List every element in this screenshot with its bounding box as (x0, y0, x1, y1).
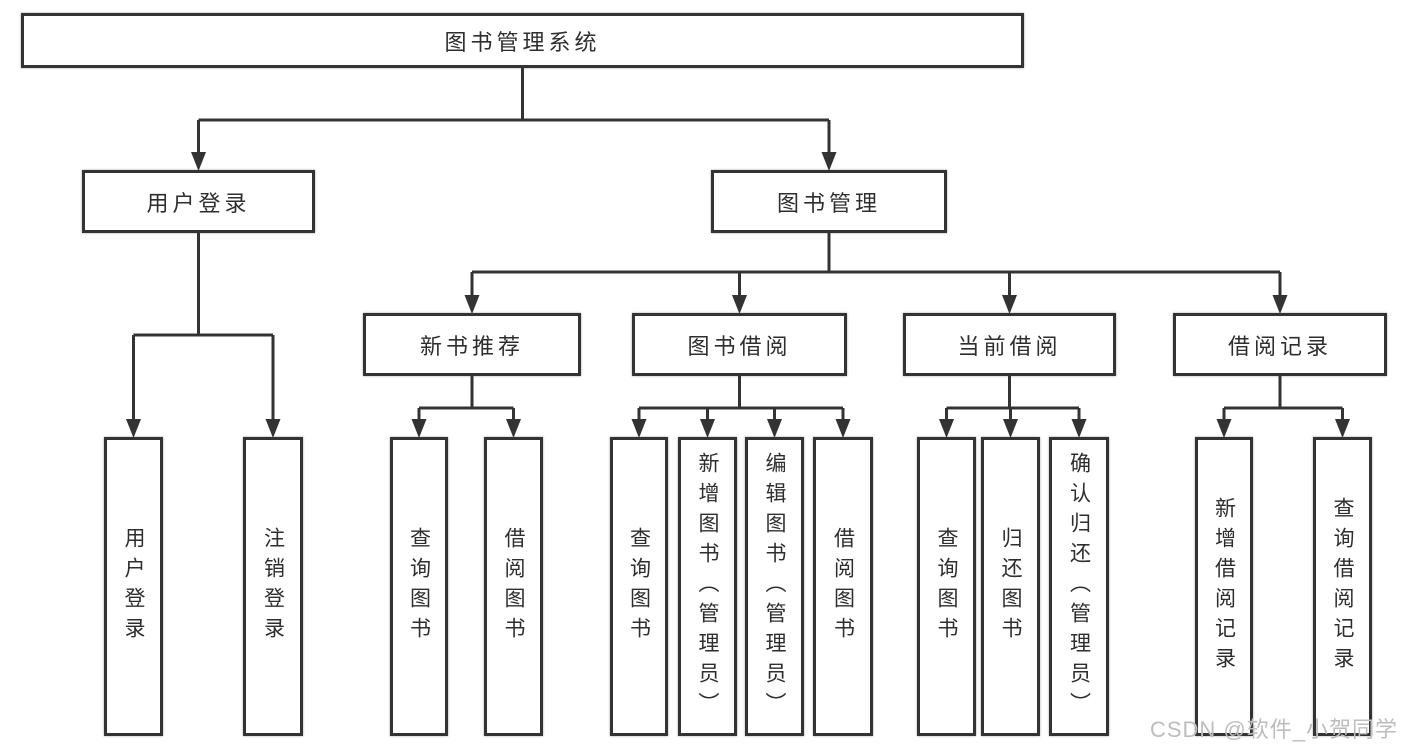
arrow-head (1272, 295, 1288, 314)
connector-root (197, 68, 831, 153)
arrow-head (767, 419, 782, 438)
arrow-head (1216, 419, 1232, 438)
leaf-confirm-return-admin: 确认归还（管理员） (1049, 437, 1109, 736)
watermark: CSDN @软件_小贺同学 (1149, 717, 1398, 742)
arrow-head (506, 419, 521, 438)
leaf-borrow-query-book: 查询图书 (610, 437, 668, 736)
connector-book-management (470, 233, 1282, 296)
leaf-recommend-borrow-book: 借阅图书 (484, 437, 543, 736)
leaf-current-query-book: 查询图书 (917, 437, 976, 736)
arrow-head (1335, 419, 1350, 438)
leaf-edit-book-admin: 编辑图书（管理员） (745, 437, 804, 736)
node-book-borrow: 图书借阅 (632, 313, 847, 376)
leaf-recommend-query-book: 查询图书 (390, 437, 448, 736)
arrow-heads (126, 152, 1350, 438)
leaf-user-login: 用户登录 (104, 437, 163, 736)
arrow-head (631, 419, 647, 438)
arrow-head (835, 419, 851, 438)
arrow-head (464, 295, 480, 314)
connector-borrow-records (1222, 376, 1344, 420)
arrow-head (821, 152, 837, 171)
node-book-management: 图书管理 (711, 170, 947, 233)
leaf-logout: 注销登录 (243, 437, 303, 736)
leaf-query-borrow-record: 查询借阅记录 (1313, 437, 1372, 736)
arrow-head (1003, 419, 1018, 438)
node-current-borrow: 当前借阅 (903, 313, 1116, 376)
connector-user-login (132, 233, 275, 420)
arrow-head (411, 419, 427, 438)
arrow-head (191, 152, 206, 171)
leaf-add-book-admin: 新增图书（管理员） (678, 437, 737, 736)
connector-book-borrow (637, 376, 845, 420)
arrow-head (939, 419, 954, 438)
node-library-management-system: 图书管理系统 (21, 13, 1024, 68)
arrow-head (265, 419, 281, 438)
connector-current-borrow (945, 376, 1081, 420)
connector-new-book-recommend (417, 376, 515, 420)
arrow-head (732, 295, 747, 314)
node-borrow-records: 借阅记录 (1173, 313, 1387, 376)
arrow-head (1071, 419, 1087, 438)
leaf-borrow-book: 借阅图书 (813, 437, 873, 736)
node-user-login: 用户登录 (82, 170, 315, 233)
node-new-book-recommend: 新书推荐 (363, 313, 581, 376)
arrow-head (126, 419, 141, 438)
connector-lines (132, 68, 1344, 420)
leaf-add-borrow-record: 新增借阅记录 (1195, 437, 1253, 736)
leaf-return-book: 归还图书 (981, 437, 1040, 736)
arrow-head (700, 419, 715, 438)
arrow-head (1002, 295, 1017, 314)
